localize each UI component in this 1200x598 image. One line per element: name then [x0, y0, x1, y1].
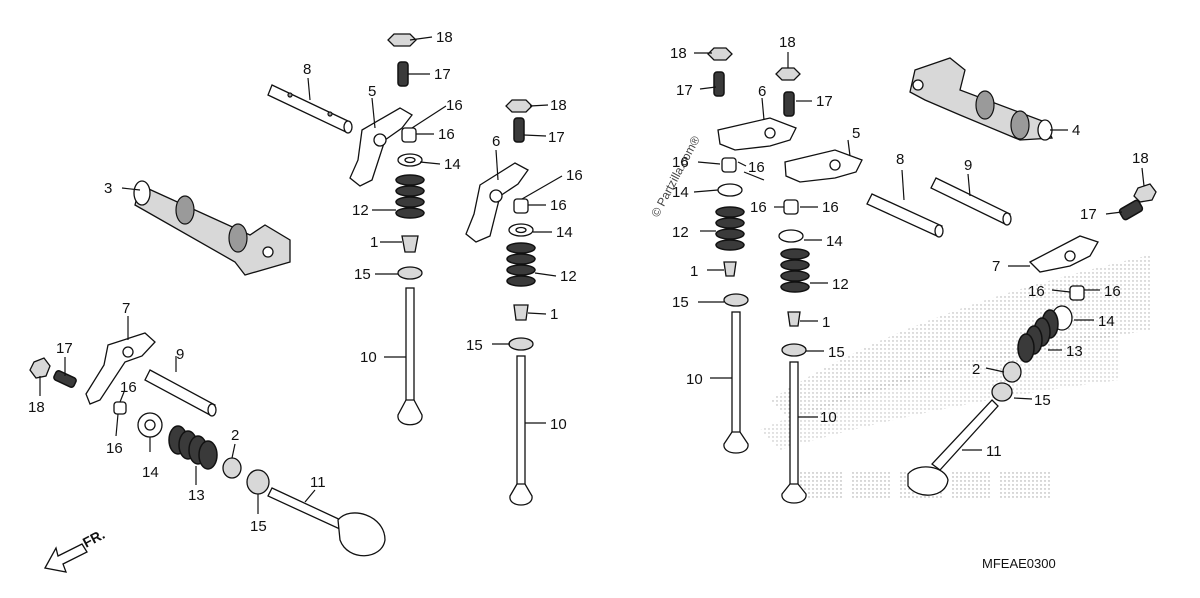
- callout-10: 10: [360, 349, 377, 366]
- callout-16: 16: [438, 126, 455, 143]
- callout-15: 15: [672, 294, 689, 311]
- callout-16: 16: [120, 379, 137, 396]
- rocker-arm-6-left: [465, 162, 529, 243]
- callout-15: 15: [466, 337, 483, 354]
- callout-14: 14: [444, 156, 461, 173]
- callout-8: 8: [896, 151, 904, 168]
- callout-10: 10: [820, 409, 837, 426]
- callout-9: 9: [964, 157, 972, 174]
- callout-15: 15: [828, 344, 845, 361]
- callout-14: 14: [556, 224, 573, 241]
- callout-18: 18: [779, 34, 796, 51]
- callout-labels: 18 17 8 5 16 16 14 3 12 1 15 10 18 17 6 …: [28, 29, 1149, 535]
- callout-15: 15: [354, 266, 371, 283]
- callout-17: 17: [434, 66, 451, 83]
- callout-16: 16: [822, 199, 839, 216]
- callout-1: 1: [690, 263, 698, 280]
- callout-17: 17: [1080, 206, 1097, 223]
- callout-10: 10: [686, 371, 703, 388]
- callout-4: 4: [1072, 122, 1080, 139]
- rocker-shaft-9-right: [930, 177, 1012, 226]
- callout-18: 18: [550, 97, 567, 114]
- callout-16: 16: [446, 97, 463, 114]
- callout-14: 14: [142, 464, 159, 481]
- callout-16: 16: [748, 159, 765, 176]
- callout-12: 12: [560, 268, 577, 285]
- callout-7: 7: [992, 258, 1000, 275]
- callout-15: 15: [1034, 392, 1051, 409]
- callout-11: 11: [986, 443, 1002, 460]
- callout-14: 14: [826, 233, 843, 250]
- callout-17: 17: [548, 129, 565, 146]
- callout-16: 16: [1028, 283, 1045, 300]
- rocker-shaft-8-right: [866, 193, 944, 238]
- callout-14: 14: [672, 184, 689, 201]
- callout-17: 17: [816, 93, 833, 110]
- watermark-text: © Partzilla.com®: [648, 133, 703, 219]
- callout-17: 17: [676, 82, 693, 99]
- rocker-shaft-8-left: [267, 84, 353, 134]
- callout-3: 3: [104, 180, 112, 197]
- camshaft-left: [133, 180, 291, 276]
- callout-6: 6: [492, 133, 500, 150]
- callout-10: 10: [550, 416, 567, 433]
- valve-stack-left-b: [505, 99, 536, 506]
- callout-18: 18: [670, 45, 687, 62]
- callout-18: 18: [28, 399, 45, 416]
- valve-stack-right-a: [707, 47, 749, 454]
- callout-16: 16: [550, 197, 567, 214]
- callout-7: 7: [122, 300, 130, 317]
- camshaft-right: [909, 57, 1053, 141]
- callout-2: 2: [972, 361, 980, 378]
- callout-2: 2: [231, 427, 239, 444]
- valve-stack-left-a: [387, 33, 425, 426]
- callout-12: 12: [832, 276, 849, 293]
- callout-8: 8: [303, 61, 311, 78]
- callout-16: 16: [750, 199, 767, 216]
- callout-1: 1: [550, 306, 558, 323]
- rocker-arm-7-right: [1028, 235, 1099, 273]
- callout-12: 12: [672, 224, 689, 241]
- exhaust-cluster-right: [907, 183, 1157, 496]
- honda-logo-background: [760, 255, 1150, 500]
- callout-11: 11: [310, 474, 326, 491]
- exhaust-cluster-left: [29, 332, 386, 557]
- callout-1: 1: [822, 314, 830, 331]
- callout-5: 5: [852, 125, 860, 142]
- callout-12: 12: [352, 202, 369, 219]
- callout-13: 13: [188, 487, 205, 504]
- callout-15: 15: [250, 518, 267, 535]
- callout-1: 1: [370, 234, 378, 251]
- callout-18: 18: [436, 29, 453, 46]
- callout-17: 17: [56, 340, 73, 357]
- valve-stack-right-b: [775, 67, 810, 504]
- callout-13: 13: [1066, 343, 1083, 360]
- callout-16: 16: [106, 440, 123, 457]
- callout-9: 9: [176, 346, 184, 363]
- diagram-code: MFEAE0300: [982, 556, 1056, 571]
- callout-5: 5: [368, 83, 376, 100]
- front-direction-arrow: FR.: [43, 526, 107, 573]
- callout-16: 16: [672, 154, 689, 171]
- callout-6: 6: [758, 83, 766, 100]
- rocker-arm-6-right: [717, 117, 797, 151]
- callout-14: 14: [1098, 313, 1115, 330]
- rocker-arm-5-right: [784, 149, 863, 183]
- callout-18: 18: [1132, 150, 1149, 167]
- callout-16: 16: [1104, 283, 1121, 300]
- callout-16: 16: [566, 167, 583, 184]
- leader-lines: [39, 36, 1145, 514]
- rocker-arm-5-left: [349, 107, 413, 187]
